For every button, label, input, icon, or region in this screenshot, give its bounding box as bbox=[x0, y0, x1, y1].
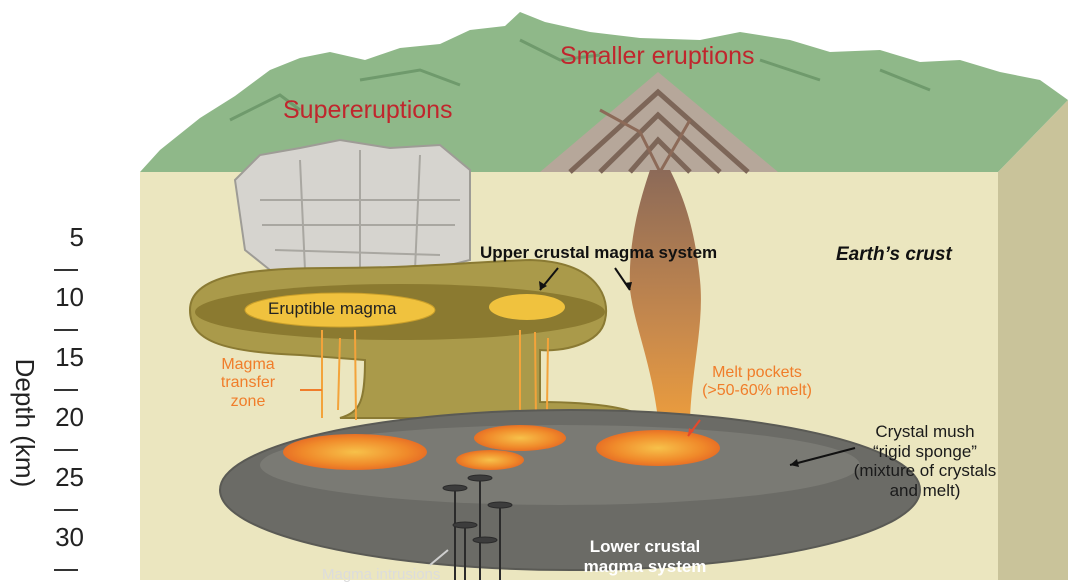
transfer-zone-line: transfer bbox=[220, 374, 276, 392]
mountain-surface bbox=[140, 12, 1068, 172]
mountain-ridges bbox=[229, 38, 931, 122]
arrow-crystal-mush bbox=[789, 447, 856, 466]
depth-tick-30: 30 bbox=[40, 522, 120, 584]
caldera-fractures bbox=[260, 150, 460, 280]
crystal-mush-line: “rigid sponge” bbox=[873, 441, 977, 461]
depth-tick-label: 25 bbox=[55, 462, 84, 492]
melt-pocket bbox=[283, 434, 427, 470]
depth-tick-label: 10 bbox=[55, 282, 84, 312]
title-supereruptions: Supereruptions bbox=[283, 96, 453, 124]
small-eruptible-pool bbox=[489, 294, 565, 320]
depth-tick-mark bbox=[54, 269, 78, 272]
label-lower-crustal-system: Lower crustal magma system bbox=[570, 537, 720, 576]
melt-pockets-line: Melt pockets bbox=[712, 364, 802, 381]
magma-intrusions bbox=[442, 474, 513, 580]
eruptible-magma-pool bbox=[244, 292, 436, 328]
transfer-zone-line: zone bbox=[230, 392, 266, 410]
transfer-zone-drips bbox=[321, 329, 549, 421]
label-melt-pockets: Melt pockets (>50-60% melt) bbox=[682, 364, 832, 401]
melt-pocket bbox=[474, 425, 566, 451]
label-magma-transfer-zone: Magma transfer zone bbox=[208, 356, 288, 411]
depth-tick-label: 5 bbox=[69, 222, 84, 252]
depth-tick-label: 20 bbox=[55, 402, 84, 432]
lower-system-line: Lower crustal bbox=[589, 537, 701, 556]
label-eruptible-magma: Eruptible magma bbox=[268, 299, 397, 318]
depth-tick-mark bbox=[54, 509, 78, 512]
depth-tick-label: 30 bbox=[55, 522, 84, 552]
depth-tick-mark bbox=[54, 449, 78, 452]
title-smaller-eruptions: Smaller eruptions bbox=[560, 42, 755, 70]
crust-block-side bbox=[998, 100, 1068, 580]
melt-pocket bbox=[456, 450, 524, 470]
volcano-layers bbox=[568, 88, 750, 174]
label-magma-intrusions: Magma intrusions bbox=[322, 566, 441, 583]
depth-tick-25: 25 bbox=[40, 462, 120, 524]
crystal-mush-line: Crystal mush bbox=[875, 422, 975, 441]
conduit-dike bbox=[599, 108, 692, 173]
depth-tick-20: 20 bbox=[40, 402, 120, 464]
depth-tick-label: 15 bbox=[55, 342, 84, 372]
depth-axis-label: Depth (km) bbox=[10, 358, 41, 488]
depth-tick-mark bbox=[54, 569, 78, 572]
depth-tick-10: 10 bbox=[40, 282, 120, 344]
depth-tick-mark bbox=[54, 389, 78, 392]
depth-tick-mark bbox=[54, 329, 78, 332]
crystal-mush-line: and melt) bbox=[889, 480, 961, 500]
crystal-mush-line: (mixture of crystals bbox=[853, 461, 997, 481]
arrow-intrusions bbox=[429, 549, 449, 566]
arrow-heads bbox=[539, 281, 799, 467]
melt-pockets-line: (>50-60% melt) bbox=[702, 382, 812, 400]
lower-system-line: magma system bbox=[583, 556, 707, 576]
depth-tick-5: 5 bbox=[40, 222, 120, 284]
melt-pocket bbox=[596, 430, 720, 466]
arrow-melt-pockets-head bbox=[688, 428, 694, 436]
caldera-block bbox=[233, 138, 471, 287]
magma-conduit bbox=[629, 170, 701, 440]
label-earths-crust: Earth’s crust bbox=[836, 244, 952, 265]
label-crystal-mush: Crystal mush “rigid sponge” (mixture of … bbox=[832, 422, 1018, 500]
depth-tick-15: 15 bbox=[40, 342, 120, 404]
label-upper-crustal-system: Upper crustal magma system bbox=[480, 243, 718, 262]
transfer-zone-line: Magma bbox=[221, 356, 275, 373]
